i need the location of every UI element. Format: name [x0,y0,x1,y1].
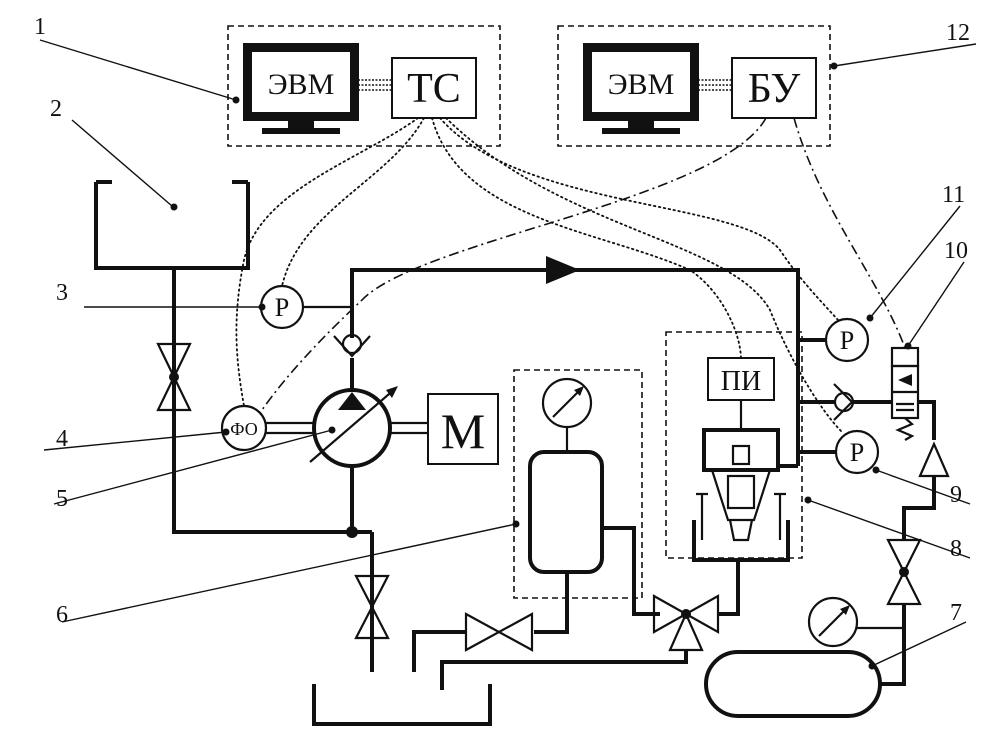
valve-accumulator [464,612,534,652]
accumulator [528,450,604,574]
return-arrow [918,441,950,478]
tank [94,180,250,270]
signal-lines-ts [235,117,843,433]
gauge-cylinder [807,596,859,648]
pi-box [707,357,775,401]
gas-cylinder [704,650,882,718]
valve-drain [354,574,390,640]
motor-label: М [441,403,485,459]
callout-6: 6 [56,602,68,628]
callout-8: 8 [950,536,962,562]
evm-left-label: ЭВМ [268,68,335,101]
bu-label: БУ [748,66,801,112]
flow-arrow [546,256,580,284]
callout-5: 5 [56,486,68,512]
callout-2: 2 [50,96,62,122]
data-link-left [358,79,392,91]
injector [696,428,786,542]
motor-box [427,393,499,465]
computer-right: ЭВМ [583,43,699,134]
leader-lines [39,39,977,667]
leader-dots [222,62,912,670]
valve-suction [156,342,192,412]
p-right-bottom-label: Р [850,438,864,467]
callout-7: 7 [950,600,962,626]
p-top-label: Р [275,293,289,322]
callout-11: 11 [942,182,965,208]
computer-left: ЭВМ [243,43,359,134]
solenoid-valve [890,346,920,441]
ts-box [391,57,477,119]
p-right-top-label: Р [840,326,854,355]
pressure-sensor-right-bottom [834,429,880,475]
control-lines-bu [261,117,906,411]
fo-label: ФО [230,419,257,439]
group-box-1 [227,25,501,147]
ts-label: ТС [407,66,461,112]
data-link-right [698,79,732,91]
pi-label: ПИ [721,366,761,397]
evm-right-label: ЭВМ [608,68,675,101]
callout-12: 12 [946,20,970,46]
injector-cup [692,520,790,562]
callout-4: 4 [56,426,68,452]
valve-right [886,538,922,606]
callout-10: 10 [944,238,968,264]
three-way-valve [652,594,720,652]
callout-1: 1 [34,14,46,40]
check-valve-right [833,383,855,421]
drain-tray [312,684,492,726]
group-box-12 [557,25,831,147]
callout-9: 9 [950,482,962,508]
check-valve-pump [333,333,371,358]
callout-3: 3 [56,280,68,306]
bu-box [731,57,817,119]
suction-line [172,268,352,534]
group-box-6 [513,369,643,599]
pressure-sensor-right-top [824,317,870,363]
